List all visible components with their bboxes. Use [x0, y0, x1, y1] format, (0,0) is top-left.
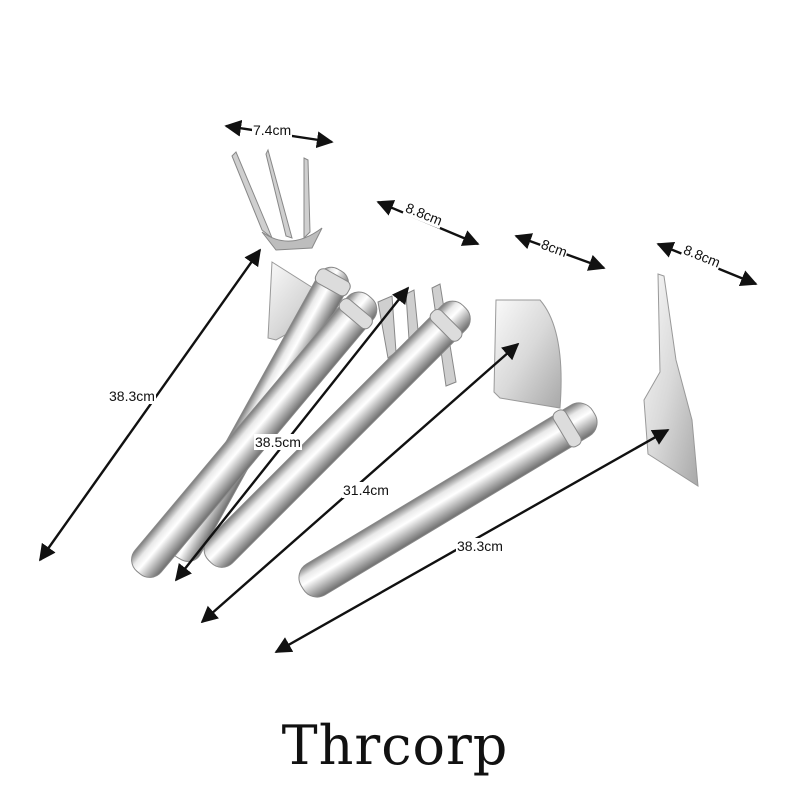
- label-len1: 38.3cm: [108, 388, 156, 404]
- label-len2: 38.5cm: [254, 434, 302, 450]
- label-fork-width: 7.4cm: [252, 122, 293, 138]
- brand-watermark: Thrcorp: [281, 714, 509, 777]
- label-len3: 31.4cm: [342, 482, 390, 498]
- label-len4: 38.3cm: [456, 538, 504, 554]
- arrow-len1: [39, 248, 261, 562]
